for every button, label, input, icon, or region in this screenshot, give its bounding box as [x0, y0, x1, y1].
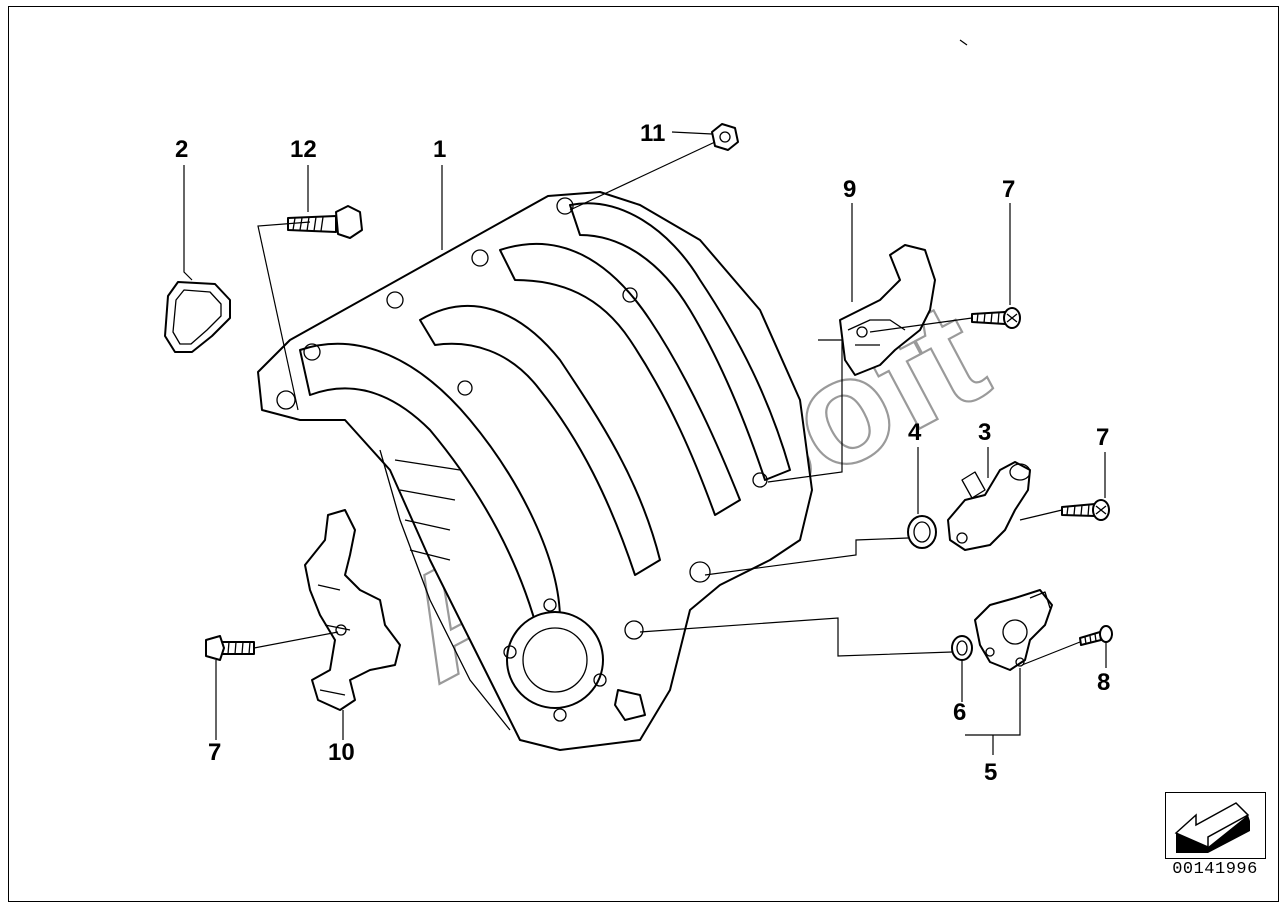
callout-7-right: 7: [1096, 424, 1109, 451]
callout-labels: 2 12 1 11 9 7 4 3 7 8 6 5 10 7: [175, 120, 1110, 786]
seal-ring-6-part: [951, 635, 973, 661]
screw-7-upper-part: [971, 307, 1021, 329]
callout-3: 3: [978, 419, 991, 446]
gasket-part: [164, 281, 231, 353]
callout-7-upper: 7: [1002, 176, 1015, 203]
bolt-12-part: [287, 205, 363, 239]
callout-2: 2: [175, 136, 188, 163]
callout-8: 8: [1097, 669, 1110, 696]
leader-lines: [183, 131, 1107, 755]
document-number: 00141996: [1172, 860, 1258, 879]
callout-9: 9: [843, 176, 856, 203]
callout-6: 6: [953, 699, 966, 726]
bracket-10-part: [304, 509, 401, 711]
diagram-frame: [8, 6, 1279, 902]
callout-12: 12: [290, 136, 317, 163]
o-ring-4-part: [907, 515, 937, 549]
screw-8-part: [1079, 625, 1113, 646]
view-direction-arrow-icon: [1174, 802, 1250, 853]
screw-7-right-part: [1061, 499, 1110, 521]
callout-5: 5: [984, 759, 997, 786]
bracket-9-part: [839, 244, 936, 376]
callout-10: 10: [328, 739, 355, 766]
stray-mark: [959, 39, 968, 46]
callout-11: 11: [640, 120, 665, 147]
sensor-5-part: [974, 589, 1053, 671]
callout-1: 1: [433, 136, 446, 163]
callout-4: 4: [908, 419, 922, 446]
nut-11-part: [711, 123, 739, 151]
intake-manifold-part: [257, 191, 813, 751]
screw-7-left-part: [205, 635, 255, 661]
view-direction-box: [1165, 792, 1266, 859]
coolant-connection-3-part: [947, 461, 1031, 551]
callout-7-left: 7: [208, 739, 221, 766]
